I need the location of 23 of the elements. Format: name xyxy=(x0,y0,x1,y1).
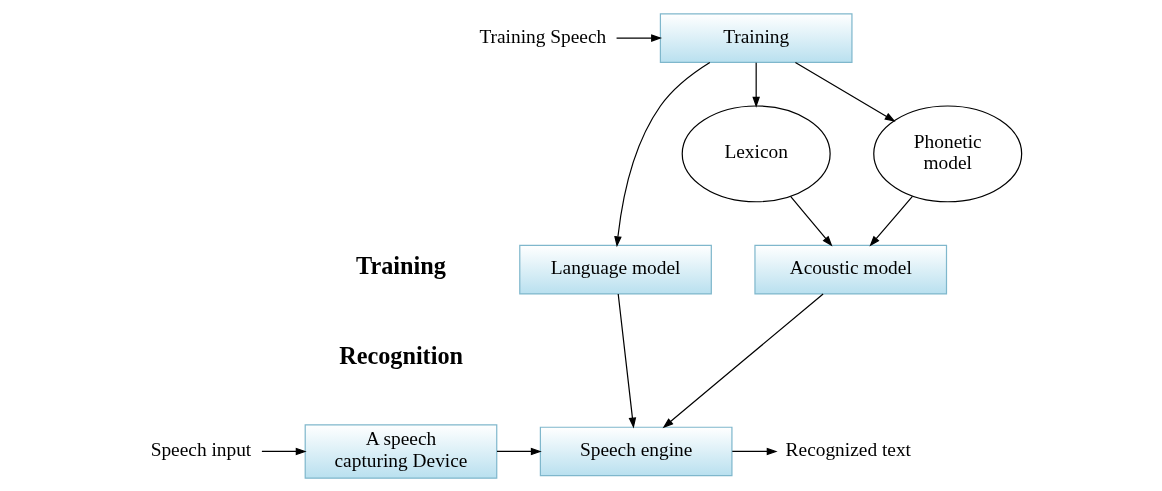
node-text: Speech input xyxy=(150,438,252,460)
label: Recognition xyxy=(339,341,464,369)
arrow xyxy=(869,195,914,247)
arrow xyxy=(662,292,824,428)
node-box: A speech capturing Device xyxy=(304,423,498,479)
node-ellipse: Phonetic model xyxy=(873,104,1023,202)
arrow xyxy=(794,61,896,122)
node-box: Acoustic model xyxy=(754,244,948,294)
arrow xyxy=(731,447,778,455)
arrow xyxy=(496,447,542,455)
arrow xyxy=(615,33,663,42)
arrow xyxy=(261,447,307,455)
node-box: Language model xyxy=(519,244,712,294)
node-text: Training Speech xyxy=(479,25,607,47)
arrow xyxy=(752,61,760,108)
arrow xyxy=(614,61,711,247)
node-box: Training xyxy=(659,12,853,63)
node-text: Recognized text xyxy=(785,438,911,460)
arrow xyxy=(617,292,637,429)
label: Training xyxy=(356,251,446,279)
node-ellipse: Lexicon xyxy=(681,104,831,202)
node-box: Speech engine xyxy=(539,426,733,476)
arrow xyxy=(789,195,833,247)
